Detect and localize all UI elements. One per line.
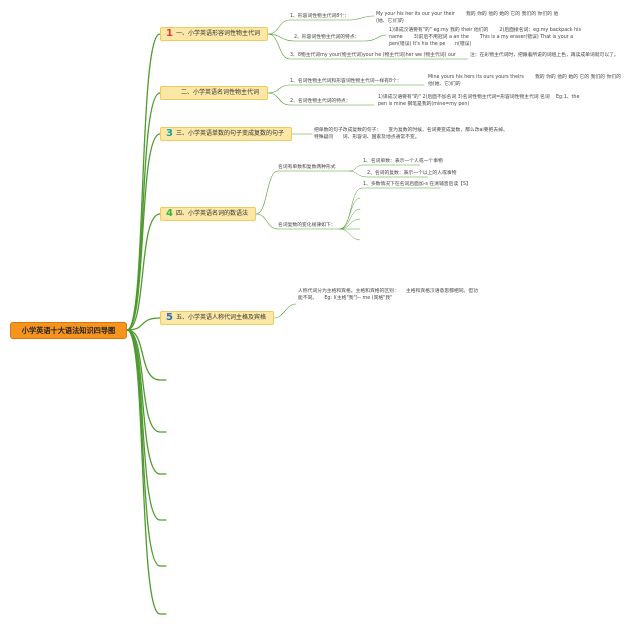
branch-label: 三、小学英语单数的句子变成复数的句子 [175,130,284,137]
connector-b4-sub3 [339,187,441,230]
branch-number: 5 [166,312,173,323]
b4-item1-label: 名词有单数和复数两种形式 [278,165,336,170]
branch-node-2[interactable]: 二、小学英语名词性物主代词 [160,86,268,100]
b1-item1-label: 1、形容词性物主代词8个： [290,14,349,19]
connector-branch-empty [126,329,167,381]
branch-label: 五、小学英语人称代词主格及宾格 [175,314,266,321]
branch-label: 二、小学英语名词性物主代词 [181,89,260,96]
b4-item2-sub1: 1、多数情况下在名词后面加-s 在清辅音后读【S】 [363,182,471,187]
connector-b4-item2 [255,213,341,230]
b1-item2-detail: 1)译成汉语要有"的" eg:my 我的 their 他们的 2)后面接名词：e… [389,28,581,47]
connector-branch-empty [126,329,167,521]
connector-branch-1 [126,33,161,331]
connector-b2-item1 [267,84,425,94]
connector-b1-item3 [267,33,469,60]
b1-item3-note: 注：在彩物主代词时，把跟着所说的词组上色，再读成单词就可以了。 [470,53,619,58]
connector-b4-sub-empty [339,208,361,230]
root-node[interactable]: 小学英语十大语法知识四导图 [10,322,127,339]
connector-branch-4 [126,213,161,331]
connector-b4-sub2 [349,170,429,178]
b2-item1-detail: Mine yours his hers its ours yours their… [428,75,621,87]
connector-branch-3 [126,133,161,331]
b4-item1-sub2: 2、名词的复数：表示一个以上的人或事物 [367,171,457,176]
connector-b1-item2 [267,33,387,42]
branch-number: 1 [166,28,173,39]
b5-detail: 人称代词分为主格和宾格。主格和宾格的区别： 主格和宾格汉语意思都相同。但功能不同… [298,289,478,301]
connector-branch-empty [126,329,167,433]
branch-number: 3 [166,128,173,139]
b1-item3-label: 3、8物主代词my your(物主代词)your he (物主代词)her we… [290,53,456,58]
b2-item2-label: 2、名词性物主代词的特点： [290,99,351,104]
branch-label: 一、小学英语形容词性物主代词 [175,30,260,37]
b4-item2-label: 名词复数的变化规律如下： [278,223,336,228]
connector-b4-sub1 [349,164,421,172]
b1-item2-label: 2、形容词性物主代词的特点： [294,35,360,40]
connector-b4-sub-empty [339,228,361,241]
b2-item2-detail: 1)译成汉语要有"的" 2)后面不加名词 3)名词性物主代词=形容词性物主代词 … [378,95,580,107]
connector-branch-empty [126,329,167,615]
branch-label: 四、小学英语名词的数语法 [175,210,248,217]
b4-item1-sub1: 1、名词单数：表示一个人或一个事物 [363,159,443,164]
connector-b5-detail [273,303,297,319]
connector-b4-item1 [255,170,351,215]
b3-detail: 把单数的句子改成复数的句子： 变为复数的时候，名词要变成复数，那么改ai要把去掉… [314,128,508,140]
connector-branch-empty [126,329,167,475]
connector-b1-item1 [267,15,375,35]
connector-branch-5 [126,317,161,331]
connector-b4-sub-empty [339,218,361,230]
b2-item1-label: 1、名词性物主代词和形容词性物主代词一样有8个： [290,79,402,84]
branch-number: 4 [166,208,173,219]
connector-branch-empty [126,329,167,567]
b1-item1-detail: My your his her its our your their 我的 你的… [376,12,559,24]
connector-b2-item2 [267,92,375,106]
